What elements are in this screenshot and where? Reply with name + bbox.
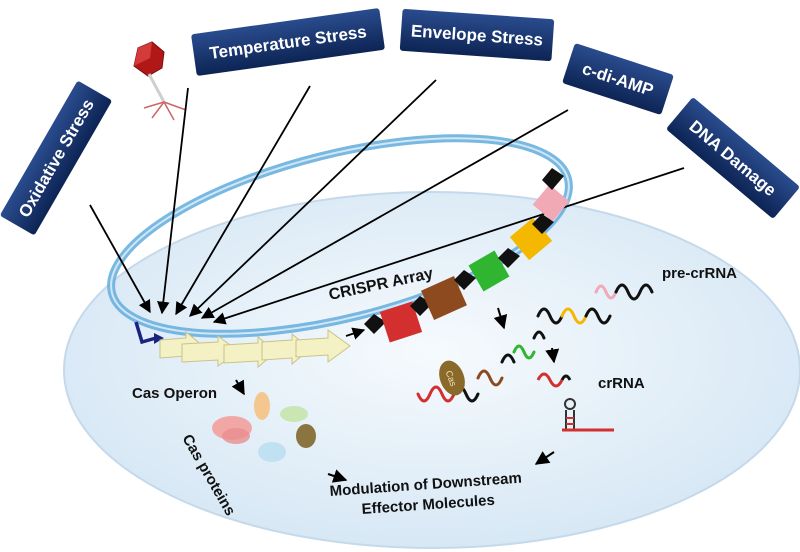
stress-label-oxidative: Oxidative Stress: [15, 96, 98, 221]
cas-operon-genes: [159, 329, 351, 369]
repeat-diamond-icon: [498, 248, 520, 268]
arrow-envelope: [189, 79, 437, 317]
pre-crrna-strand: [536, 283, 654, 325]
arrow-oxidative: [89, 204, 151, 314]
crrna-hairpin-icon: [562, 398, 614, 432]
cas-protein-blob-icon: [280, 406, 308, 422]
crispr-array-arrow: [345, 327, 366, 340]
maturation-arrow: [545, 347, 560, 364]
cas-gene-arrow: [295, 329, 351, 363]
cas-protein-blob-icon: [258, 442, 286, 462]
crispr-array: [364, 168, 570, 343]
plasmid-loop-highlight: [110, 137, 570, 335]
spacer-square-icon: [421, 276, 467, 320]
cas-proteins-cluster: [212, 392, 316, 462]
cas-protein-blob-icon: [296, 424, 316, 448]
crrna-strand: [536, 372, 564, 388]
spacer-square-icon: [468, 250, 510, 292]
stress-envelope: Envelope Stress: [399, 8, 555, 62]
repeat-diamond-icon: [364, 314, 386, 334]
spacer-square-icon: [532, 184, 570, 222]
arrow-dna-damage: [212, 167, 685, 325]
repeat-diamond-icon: [542, 168, 564, 190]
operon-expression-arrow: [231, 379, 245, 396]
cas-protein-blob-icon: [254, 392, 270, 420]
spacer-square-icon: [379, 301, 423, 343]
stress-c-di-amp: c-di-AMP: [562, 43, 674, 115]
stress-oxidative: Oxidative Stress: [0, 81, 112, 235]
stress-temperature: Temperature Stress: [191, 8, 385, 76]
bacteriophage-icon: [133, 41, 187, 121]
stress-dna-damage: DNA Damage: [667, 98, 799, 218]
promoter-arrow-icon: [134, 321, 164, 345]
arrow-c-di-amp: [200, 109, 569, 319]
arrow-temperature-1: [157, 87, 189, 315]
signal-arrows: [89, 79, 685, 325]
crrna-output-arrow: [534, 451, 555, 465]
repeat-diamond-icon: [454, 270, 476, 290]
bacterial-cell: [63, 191, 800, 549]
cas-protein-blob-icon: [222, 428, 250, 444]
cas-operon-label: Cas Operon: [132, 385, 217, 402]
repeat-diamond-icon: [532, 214, 554, 234]
processing-arrow: [493, 307, 508, 330]
crrna-repeat-tail: [560, 374, 572, 381]
proteins-output-arrow: [327, 469, 348, 483]
crrna-label: crRNA: [598, 375, 645, 392]
pre-crrna-label: pre-crRNA: [662, 265, 737, 282]
cas-protein-blob-icon: Cas: [439, 360, 465, 396]
arrow-temperature-2: [175, 85, 311, 316]
